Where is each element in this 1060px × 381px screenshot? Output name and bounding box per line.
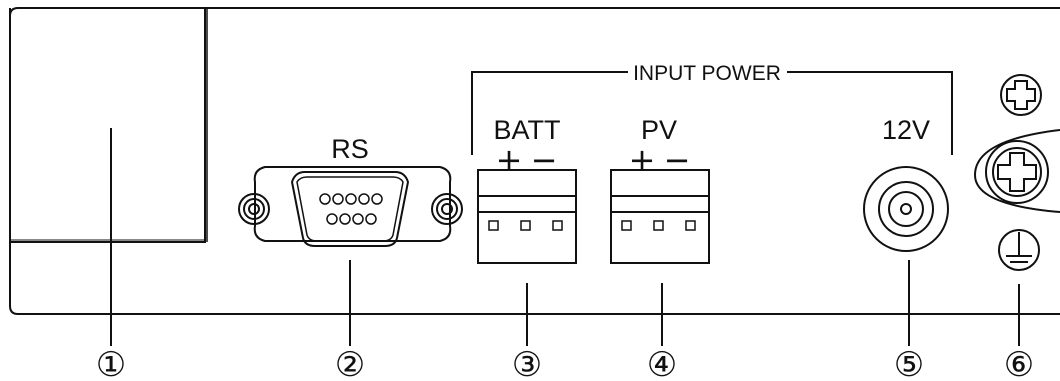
side-bracket <box>973 129 1060 213</box>
rs-label: RS <box>331 134 369 164</box>
dc-jack-icon <box>863 166 949 252</box>
pv-minus-label: − <box>664 141 691 179</box>
pv-plus-label: + <box>629 141 656 179</box>
ground-icon <box>998 229 1040 271</box>
pv-label: PV <box>641 115 677 145</box>
screw-icon <box>985 140 1049 204</box>
input-power-label: INPUT POWER <box>633 62 781 85</box>
batt-minus-label: − <box>531 141 558 179</box>
terminal-block-pv-icon <box>610 169 710 264</box>
batt-label: BATT <box>494 115 561 145</box>
cover-plate <box>9 8 206 243</box>
callout-4: ④ <box>647 345 677 381</box>
screw-icon <box>1000 74 1042 116</box>
input-power-bracket <box>471 71 953 155</box>
dc-12v-label: 12V <box>882 115 930 145</box>
batt-plus-label: + <box>496 141 523 179</box>
db9-serial-port-icon <box>238 166 463 247</box>
terminal-block-batt-icon <box>477 169 577 264</box>
callout-6: ⑥ <box>1004 345 1034 381</box>
callout-1: ① <box>96 345 126 381</box>
callout-3: ③ <box>512 345 542 381</box>
callout-5: ⑤ <box>894 345 924 381</box>
callout-2: ② <box>335 345 365 381</box>
